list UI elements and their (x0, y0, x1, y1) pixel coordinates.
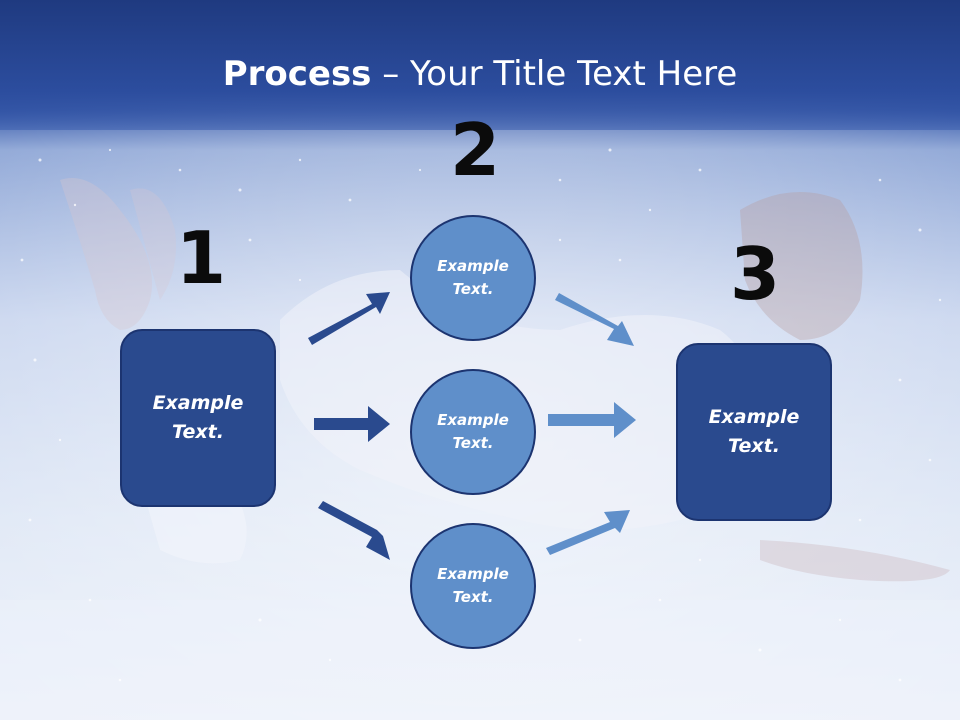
step-number-3: 3 (730, 232, 781, 316)
circle-top-line2: Text. (452, 280, 494, 298)
title-rest: – Your Title Text Here (371, 54, 738, 94)
arrow-from-circle-middle (548, 402, 636, 438)
step-3-text: Example Text. (709, 403, 800, 461)
step-3-line2: Text. (728, 435, 780, 457)
circle-bottom-text: Example Text. (437, 563, 509, 609)
step-2-circle-bottom[interactable]: Example Text. (410, 523, 536, 649)
circle-bottom-line2: Text. (452, 588, 494, 606)
arrow-to-circle-middle (314, 406, 390, 442)
step-1-box[interactable]: Example Text. (120, 329, 276, 507)
circle-middle-text: Example Text. (437, 409, 509, 455)
step-2-circle-middle[interactable]: Example Text. (410, 369, 536, 495)
arrow-to-circle-top (308, 292, 390, 345)
right-arrows (546, 293, 636, 555)
step-number-2: 2 (450, 108, 501, 192)
step-3-box[interactable]: Example Text. (676, 343, 832, 521)
arrow-from-circle-bottom (546, 510, 630, 555)
arrow-from-circle-top (555, 293, 634, 346)
circle-middle-line2: Text. (452, 434, 494, 452)
circle-top-line1: Example (437, 257, 509, 275)
circle-middle-line1: Example (437, 411, 509, 429)
step-2-circle-top[interactable]: Example Text. (410, 215, 536, 341)
arrow-to-circle-bottom (318, 501, 390, 560)
circle-top-text: Example Text. (437, 255, 509, 301)
step-3-line1: Example (708, 406, 800, 428)
step-1-line2: Text. (172, 421, 224, 443)
step-1-text: Example Text. (153, 389, 244, 447)
title-bold: Process (222, 54, 372, 94)
header-band (0, 0, 960, 130)
step-number-1: 1 (176, 216, 227, 300)
circle-bottom-line1: Example (437, 565, 509, 583)
step-1-line1: Example (152, 392, 244, 414)
slide-title: Process – Your Title Text Here (0, 54, 960, 94)
left-arrows (308, 292, 390, 560)
